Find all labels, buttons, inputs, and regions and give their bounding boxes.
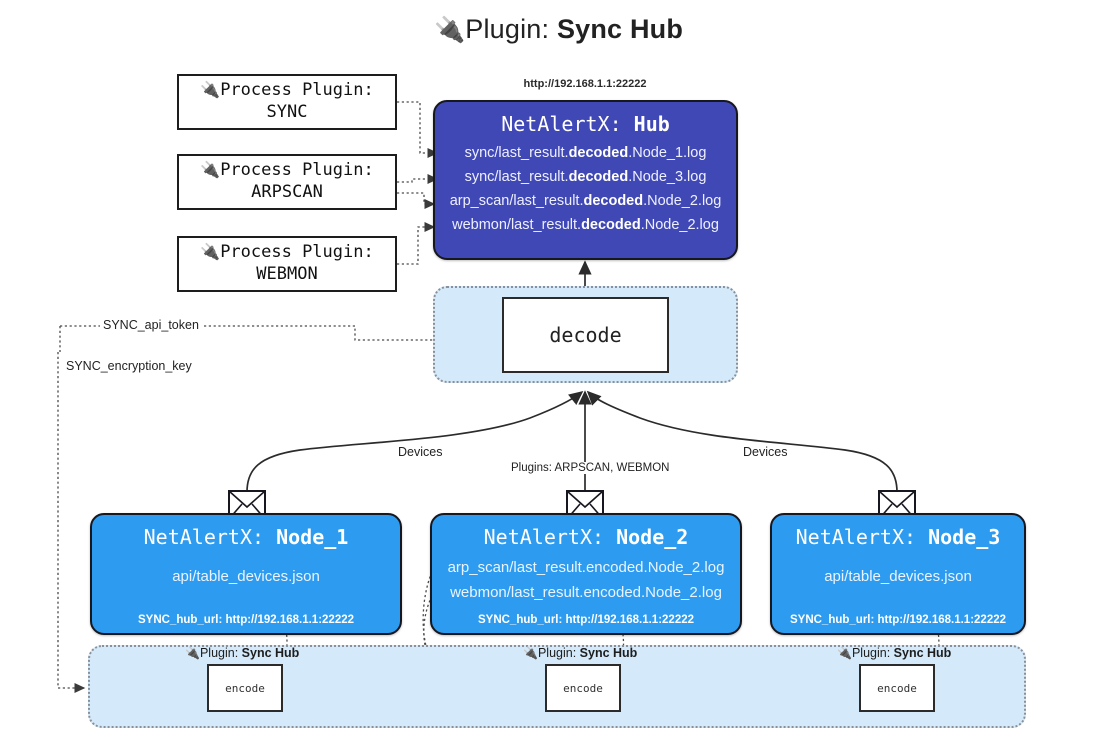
plug-icon: 🔌 [200,242,221,262]
title-name: Sync Hub [556,14,684,44]
edge-label-plugins-middle: Plugins: ARPSCAN, WEBMON [508,462,673,474]
plug-icon: 🔌 [523,646,538,660]
encode-label: encode [225,681,265,695]
plug-icon: 🔌 [837,646,852,660]
encoder-plugin-tag-2: 🔌Plugin: Sync Hub [523,646,638,660]
node-hub-url: SYNC_hub_url: http://192.168.1.1:22222 [789,614,1007,626]
decode-box[interactable]: decode [502,297,669,373]
process-plugin-name: WEBMON [256,264,318,284]
process-plugin-name: SYNC [266,102,308,122]
hub-log-list: sync/last_result.decoded.Node_1.log sync… [435,142,736,238]
node-resource-line: api/table_devices.json [172,568,320,585]
hub-url-label: http://192.168.1.1:22222 [523,78,647,90]
encode-box-2[interactable]: encode [545,664,621,712]
process-plugin-webmon[interactable]: 🔌Process Plugin: WEBMON [177,236,397,292]
page-title: 🔌Plugin: Sync Hub [0,14,1117,45]
node-hub-url: SYNC_hub_url: http://192.168.1.1:22222 [137,614,355,626]
node-title: NetAlertX: Node_3 [795,525,1001,549]
encode-box-1[interactable]: encode [207,664,283,712]
plug-icon: 🔌 [185,646,200,660]
encode-box-3[interactable]: encode [859,664,935,712]
process-plugin-name: ARPSCAN [251,182,323,202]
hub-title-name: Hub [633,112,670,136]
encode-label: encode [877,681,917,695]
encoder-plugin-tag-1: 🔌Plugin: Sync Hub [185,646,300,660]
node-card-node3[interactable]: NetAlertX: Node_3 api/table_devices.json… [770,513,1026,635]
process-plugin-label: Process Plugin: [220,242,374,263]
process-plugin-label: Process Plugin: [220,80,374,101]
hub-log-row: webmon/last_result.decoded.Node_2.log [452,216,719,233]
hub-node[interactable]: NetAlertX: Hub sync/last_result.decoded.… [433,100,738,260]
sync-api-token-label: SYNC_api_token [100,318,202,332]
node-title: NetAlertX: Node_1 [143,525,349,549]
node-card-node2[interactable]: NetAlertX: Node_2 arp_scan/last_result.e… [430,513,742,635]
edge-label-devices-right: Devices [740,445,791,459]
plug-icon: 🔌 [200,160,221,180]
decode-label: decode [549,323,622,347]
node-resource-line: arp_scan/last_result.encoded.Node_2.log [447,559,725,576]
hub-title-prefix: NetAlertX: [501,112,634,136]
process-plugin-sync[interactable]: 🔌Process Plugin: SYNC [177,74,397,130]
hub-log-row: sync/last_result.decoded.Node_3.log [464,168,707,185]
node-title: NetAlertX: Node_2 [483,525,689,549]
sync-encryption-key-label: SYNC_encryption_key [63,359,195,373]
encoder-plugin-tag-3: 🔌Plugin: Sync Hub [837,646,952,660]
node-resource-line: api/table_devices.json [824,568,972,585]
plug-icon: 🔌 [200,80,221,100]
node-hub-url: SYNC_hub_url: http://192.168.1.1:22222 [477,614,695,626]
node-resource-line: webmon/last_result.encoded.Node_2.log [450,584,722,602]
plug-icon: 🔌 [433,16,466,44]
hub-log-row: sync/last_result.decoded.Node_1.log [464,145,707,161]
edge-label-devices-left: Devices [395,445,446,459]
process-plugin-arpscan[interactable]: 🔌Process Plugin: ARPSCAN [177,154,397,210]
encode-label: encode [563,681,603,695]
process-plugin-label: Process Plugin: [220,160,374,181]
title-prefix: Plugin: [465,14,557,44]
node-card-node1[interactable]: NetAlertX: Node_1 api/table_devices.json… [90,513,402,635]
hub-title: NetAlertX: Hub [435,112,736,136]
hub-log-row: arp_scan/last_result.decoded.Node_2.log [449,192,722,209]
